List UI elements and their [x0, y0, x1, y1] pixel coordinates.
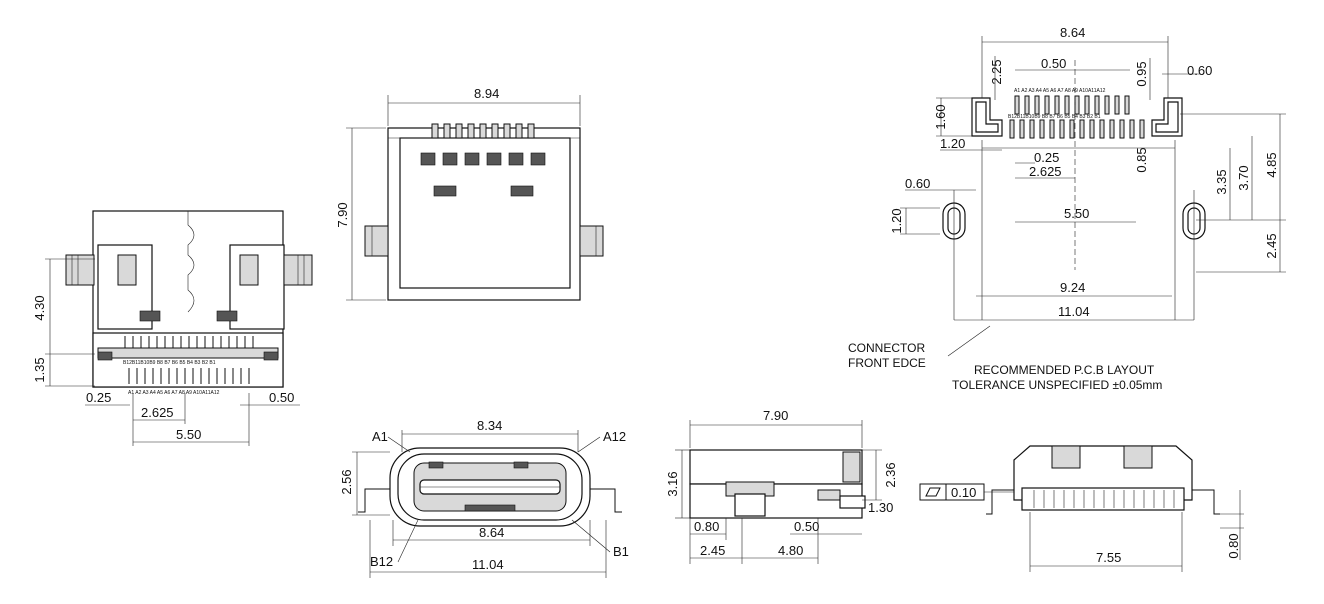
tolerance-note: TOLERANCE UNSPECIFIED ±0.05mm [952, 378, 1162, 392]
dim-pcb-085: 0.85 [1134, 147, 1149, 172]
dim-left-025: 0.25 [86, 390, 111, 405]
pcb-pad-row-top [1014, 95, 1130, 115]
top-view: 8.94 7.90 [335, 86, 604, 301]
dim-left-050: 0.50 [269, 390, 294, 405]
dim-pcb-550: 5.50 [1064, 206, 1089, 221]
dim-pcb-370: 3.70 [1236, 165, 1251, 190]
label-front-a12: A12 [603, 429, 626, 444]
dim-pcb-1104: 11.04 [1058, 304, 1090, 319]
rear-pin-comb [1033, 490, 1175, 508]
dim-flatness-010: 0.10 [951, 485, 976, 500]
dim-pcb-060-left: 0.60 [905, 176, 930, 191]
label-front-a1: A1 [372, 429, 388, 444]
dim-top-894: 8.94 [474, 86, 499, 101]
dim-pcb-864: 8.64 [1060, 25, 1085, 40]
dim-side-130: 1.30 [868, 500, 893, 515]
left-pin-row-a: A1 A2 A3 A4 A5 A6 A7 A8 A9 A10A11A12 [128, 390, 220, 396]
top-view-fingers [431, 123, 535, 139]
rear-view: 0.10 7.55 0.80 [919, 445, 1244, 572]
dim-left-2625: 2.625 [141, 405, 174, 420]
dim-front-864: 8.64 [479, 525, 504, 540]
dim-left-550: 5.50 [176, 427, 201, 442]
connector-front-line1: CONNECTOR [848, 341, 925, 355]
dim-pcb-025: 0.25 [1034, 150, 1059, 165]
dim-pcb-335: 3.35 [1214, 169, 1229, 194]
dim-side-080: 0.80 [694, 519, 719, 534]
dim-side-480: 4.80 [778, 543, 803, 558]
dim-pcb-160: 1.60 [933, 104, 948, 129]
dim-rear-080: 0.80 [1226, 533, 1241, 558]
dim-front-1104: 11.04 [472, 557, 504, 572]
dim-side-790: 7.90 [763, 408, 788, 423]
dim-left-135: 1.35 [32, 357, 47, 382]
pcb-pins-bottom-label: B12B11B10B9 B8 B7 B6 B5 B4 B3 B2 B1 [1008, 114, 1101, 120]
left-bottom-view: B12B11B10B9 B8 B7 B6 B5 B4 B3 B2 B1 A1 A… [32, 210, 313, 446]
dim-pcb-060-top: 0.60 [1187, 63, 1212, 78]
pcb-pins-top-label: A1 A2 A3 A4 A5 A6 A7 A8 A9 A10A11A12 [1014, 88, 1106, 94]
dim-pcb-225: 2.25 [989, 59, 1004, 84]
dim-pcb-245: 2.45 [1264, 233, 1279, 258]
label-front-b1: B1 [613, 544, 629, 559]
side-view: 7.90 3.16 2.36 1.30 0.80 0.50 2.45 4.80 [665, 408, 898, 564]
left-pin-comb [124, 336, 254, 384]
connector-front-line2: FRONT EDCE [848, 356, 926, 370]
dim-pcb-485: 4.85 [1264, 152, 1279, 177]
dim-pcb-120-slot: 1.20 [889, 208, 904, 233]
dim-front-256: 2.56 [339, 469, 354, 494]
front-view: 8.34 A1 A12 2.56 8.64 11.04 B12 B1 [339, 418, 629, 578]
dim-left-430: 4.30 [32, 295, 47, 320]
pcb-layout-title: RECOMMENDED P.C.B LAYOUT [974, 363, 1155, 377]
dim-front-834: 8.34 [477, 418, 502, 433]
dim-pcb-924: 9.24 [1060, 280, 1085, 295]
dim-rear-755: 7.55 [1096, 550, 1121, 565]
dim-top-790: 7.90 [335, 202, 350, 227]
dim-pcb-120-left: 1.20 [940, 136, 965, 151]
label-front-b12: B12 [370, 554, 393, 569]
dim-side-236: 2.36 [883, 462, 898, 487]
left-pin-row-b: B12B11B10B9 B8 B7 B6 B5 B4 B3 B2 B1 [123, 360, 216, 366]
dim-pcb-2625: 2.625 [1029, 164, 1062, 179]
dim-side-316: 3.16 [665, 471, 680, 496]
dim-side-050: 0.50 [794, 519, 819, 534]
dim-side-245: 2.45 [700, 543, 725, 558]
pcb-pad-row-bottom [1009, 119, 1145, 139]
dim-pcb-095: 0.95 [1134, 61, 1149, 86]
dim-pcb-050: 0.50 [1041, 56, 1066, 71]
pcb-layout: A1 A2 A3 A4 A5 A6 A7 A8 A9 A10A11A12 B12… [848, 25, 1286, 392]
